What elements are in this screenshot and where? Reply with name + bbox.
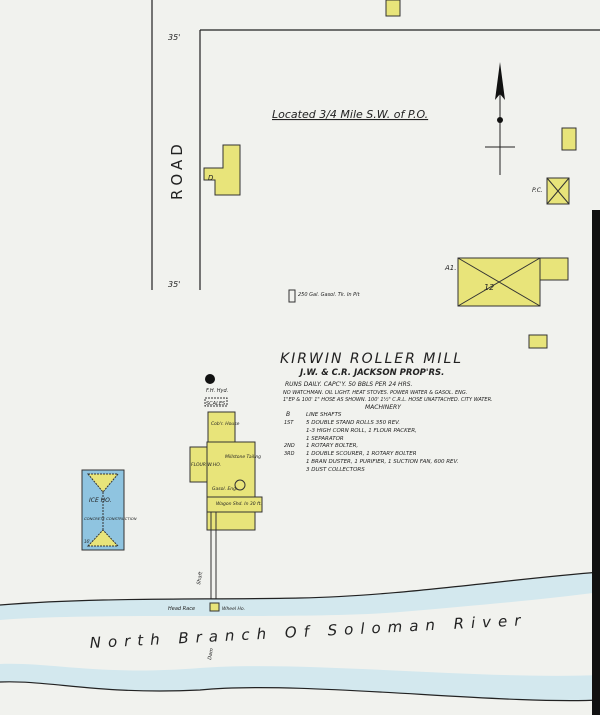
floor-label: 3RD: [284, 451, 295, 457]
building-a1: A1. 12: [444, 257, 569, 307]
floor-label: 2ND: [284, 443, 295, 449]
road-width-bottom: 35': [168, 280, 180, 289]
mill-part-label: Cob'r. House: [211, 421, 240, 427]
location-note: Located 3/4 Mile S.W. of P.O.: [272, 108, 428, 121]
mill-note: 1"EP & 100' 1" HOSE AS SHOWN. 100' 1½" C…: [283, 396, 493, 403]
scan-edge: [592, 210, 600, 715]
floor-label: B: [286, 411, 290, 418]
river: North Branch Of Soloman River: [0, 571, 600, 702]
machinery-item: 1 SEPARATOR: [306, 436, 344, 442]
building-small-right: [561, 127, 577, 151]
road: 35' 35' ROAD: [151, 0, 600, 290]
scales-label: SCALES: [206, 401, 226, 407]
machinery-item: 3 DUST COLLECTORS: [306, 467, 365, 473]
machinery-item: 1 DOUBLE SCOURER, 1 ROTARY BOLTER: [306, 451, 417, 457]
gasoline-tank-label: 250 Gal. Gasol. Tk. In Pit: [298, 292, 361, 298]
ice-house-height: 16': [84, 539, 90, 544]
hydrant-icon: [205, 374, 215, 384]
machinery-item: 1 ROTARY BOLTER,: [306, 443, 358, 449]
dam-label: Dam: [207, 648, 215, 661]
mill-part-label: FLOUR W.HO.: [191, 462, 221, 468]
machinery-item: LINE SHAFTS: [306, 412, 342, 418]
building-top: [385, 0, 401, 17]
mill-part-label: Gasol. Eng.: [212, 486, 237, 492]
dwelling-building: D: [203, 144, 241, 196]
mill-building: Cob'r. House Millstone Tailing FLOUR W.H…: [189, 411, 263, 531]
dwelling-label: D: [208, 174, 214, 182]
street-name: ROAD: [168, 140, 186, 200]
pc-label: P.C.: [532, 187, 543, 194]
head-race-label: Head Race: [168, 606, 195, 612]
mill-note: RUNS DAILY. CAPC'Y. 50 BBLS PER 24 HRS.: [285, 381, 413, 388]
a1-label: A1.: [444, 264, 456, 272]
mill-proprietors: J.W. & C.R. JACKSON PROP'RS.: [298, 368, 444, 378]
scales: [204, 397, 228, 407]
wheel-house: [209, 602, 220, 612]
mill-note: NO WATCHMAN. OIL LIGHT. HEAT STOVES. POW…: [283, 390, 467, 396]
gasoline-tank: [288, 289, 296, 303]
wheel-house-label: Wheel Ho.: [222, 606, 245, 612]
ice-house-label: ICE HO.: [89, 497, 112, 504]
building-small-lower: [528, 334, 548, 349]
shaft-label: Shaft: [196, 570, 204, 585]
machinery-item: 1-3 HIGH CORN ROLL, 1 FLOUR PACKER,: [306, 428, 417, 434]
mill-part-label: Wagon Shd. In 30 ft.: [216, 501, 262, 507]
hydrant-label: F.H. Hyd.: [206, 388, 228, 394]
twelve-label: 12: [484, 283, 494, 292]
floor-label: 1ST: [284, 420, 294, 426]
machinery-item: 5 DOUBLE STAND ROLLS 350 REV.: [306, 420, 400, 426]
machinery-item: 1 BRAN DUSTER, 1 PURIFIER, 1 SUCTION FAN…: [306, 459, 459, 465]
mill-part-label: Millstone Tailing: [225, 454, 261, 460]
machinery-heading: MACHINERY: [365, 404, 402, 411]
mill-description: KIRWIN ROLLER MILL J.W. & C.R. JACKSON P…: [280, 351, 493, 473]
ice-house-construction: CONCRETE CONSTRUCTION: [84, 516, 137, 521]
road-width-top: 35': [168, 33, 180, 42]
ice-house: ICE HO. CONCRETE CONSTRUCTION 16': [81, 469, 137, 551]
building-pc: P.C.: [532, 177, 570, 205]
north-arrow-icon: [485, 62, 515, 175]
mill-title: KIRWIN ROLLER MILL: [280, 351, 463, 367]
